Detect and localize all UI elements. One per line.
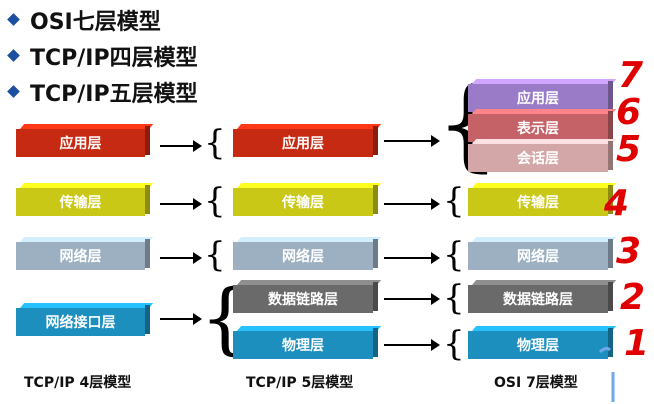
handwritten-number: 7 <box>618 55 644 96</box>
layer-label: 数据链路层 <box>503 292 573 308</box>
layer-label: 应用层 <box>59 136 102 152</box>
layer-label: 网络层 <box>282 249 324 265</box>
tcpip5-application-layer: 应用层 <box>233 129 373 157</box>
layer-label: 物理层 <box>517 338 559 354</box>
curly-brace-icon: { <box>204 181 226 221</box>
tcpip4-network-layer: 网络层 <box>16 242 145 270</box>
right-arrow-icon <box>384 293 440 305</box>
tcpip4-transport-layer: 传输层 <box>16 188 145 216</box>
curly-brace-icon: { <box>443 235 465 275</box>
handwritten-number: 4 <box>604 183 630 224</box>
bullet-osi7: OSI七层模型 <box>8 4 161 36</box>
tcpip4-application-layer: 应用层 <box>16 129 145 157</box>
layer-label: 数据链路层 <box>268 292 338 308</box>
layer-label: 传输层 <box>59 195 102 211</box>
layer-label: 会话层 <box>517 151 559 167</box>
osi-datalink-layer: 数据链路层 <box>468 285 608 313</box>
bullet-label: OSI七层模型 <box>30 10 161 35</box>
osi-network-layer: 网络层 <box>468 242 608 270</box>
right-arrow-icon <box>160 313 202 325</box>
tcpip5-transport-layer: 传输层 <box>233 188 373 216</box>
curly-brace-icon: { <box>443 278 465 318</box>
osi-physical-layer: 物理层 <box>468 331 608 359</box>
right-arrow-icon <box>384 252 440 264</box>
tcpip4-network-interface-layer: 网络接口层 <box>16 308 145 336</box>
tcpip5-datalink-layer: 数据链路层 <box>233 285 373 313</box>
curly-brace-icon: { <box>443 181 465 221</box>
osi-transport-layer: 传输层 <box>468 188 608 216</box>
curly-brace-icon: { <box>443 324 465 364</box>
osi-application-layer: 应用层 <box>468 84 608 112</box>
osi-presentation-layer: 表示层 <box>468 114 608 142</box>
tcpip5-network-layer: 网络层 <box>233 242 373 270</box>
bullet-label: TCP/IP四层模型 <box>30 46 198 71</box>
handwritten-number: 1 <box>624 323 650 364</box>
layer-label: 应用层 <box>282 136 324 152</box>
layer-label: 网络层 <box>517 249 559 265</box>
right-arrow-icon <box>160 252 202 264</box>
curly-brace-icon: { <box>204 235 226 275</box>
layer-label: 物理层 <box>282 338 324 354</box>
tcpip4-caption: TCP/IP 4层模型 <box>24 375 132 391</box>
right-arrow-icon <box>384 339 440 351</box>
bullet-tcpip4: TCP/IP四层模型 <box>8 40 198 72</box>
handwritten-number: 3 <box>616 231 642 272</box>
layer-label: 应用层 <box>517 91 559 107</box>
tcpip5-caption: TCP/IP 5层模型 <box>246 375 354 391</box>
handwritten-number: 6 <box>616 92 642 133</box>
osi-session-layer: 会话层 <box>468 144 608 172</box>
bullet-tcpip5: TCP/IP五层模型 <box>8 76 198 108</box>
osi7-caption: OSI 7层模型 <box>494 375 578 391</box>
bullet-label: TCP/IP五层模型 <box>30 82 198 107</box>
curly-brace-icon: { <box>204 123 226 163</box>
right-arrow-icon <box>384 198 440 210</box>
layer-label: 表示层 <box>517 121 559 137</box>
right-arrow-icon <box>160 198 202 210</box>
layer-label: 传输层 <box>517 195 559 211</box>
layer-label: 网络层 <box>59 249 102 265</box>
handwritten-number: 2 <box>620 277 646 318</box>
layer-label: 传输层 <box>282 195 324 211</box>
handwritten-number: 5 <box>616 129 642 170</box>
tcpip5-physical-layer: 物理层 <box>233 331 373 359</box>
right-arrow-icon <box>160 140 202 152</box>
right-arrow-icon <box>384 135 440 147</box>
layer-label: 网络接口层 <box>45 315 116 331</box>
